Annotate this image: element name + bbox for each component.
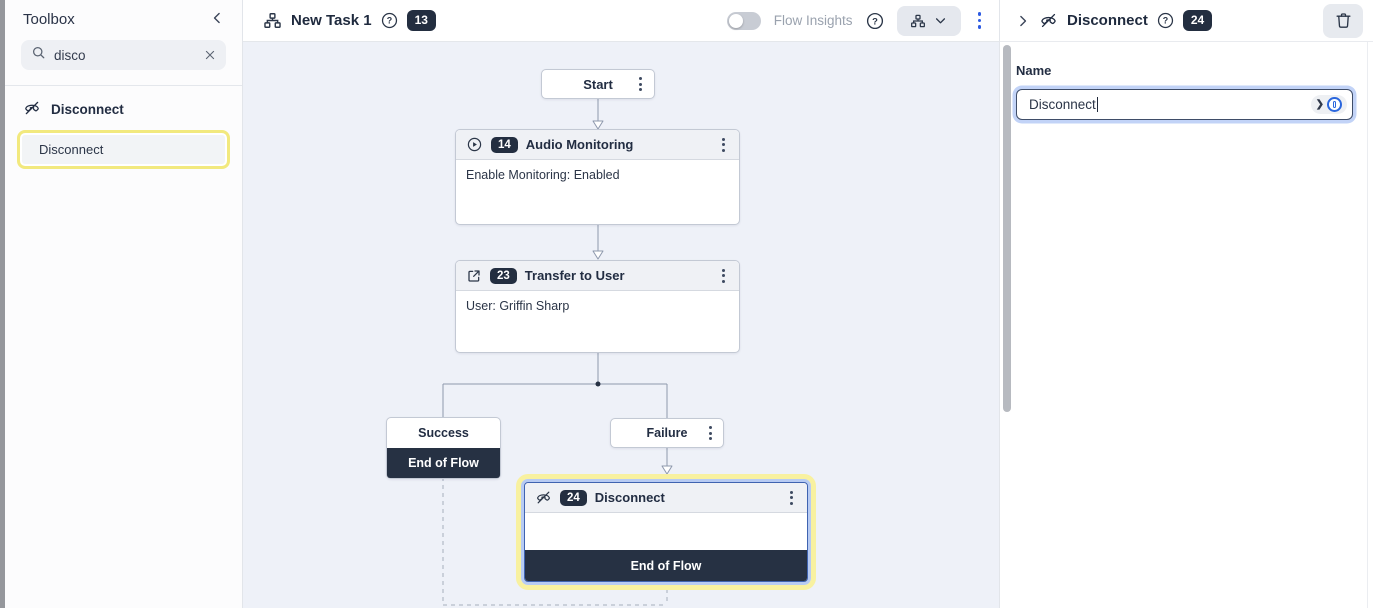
sitemap-icon: [263, 11, 282, 30]
node-title: Disconnect: [594, 490, 665, 505]
svg-text:?: ?: [1163, 16, 1168, 26]
panel-edge-line: [1367, 42, 1368, 608]
search-input[interactable]: [54, 47, 196, 63]
play-circle-icon: [466, 136, 483, 153]
node-body-text: Enable Monitoring: Enabled: [466, 168, 620, 182]
name-input[interactable]: Disconnect ❯: [1016, 89, 1353, 120]
more-options-kebab-icon[interactable]: [974, 10, 986, 31]
password-manager-extension[interactable]: ❯: [1310, 95, 1347, 114]
view-mode-dropdown-button[interactable]: [896, 5, 961, 36]
branch-label: Success: [418, 426, 469, 440]
chevron-down-icon: [934, 14, 947, 27]
phone-slash-icon: [535, 489, 552, 506]
chevron-left-icon: [210, 11, 224, 28]
node-title: Start: [583, 76, 613, 92]
panel-title: Disconnect: [1067, 12, 1148, 29]
flow-insights-label: Flow Insights: [773, 13, 853, 28]
toolbox-section-disconnect: Disconnect: [5, 86, 242, 127]
phone-slash-icon: [1039, 11, 1058, 30]
node-transfer-to-user[interactable]: 23 Transfer to User User: Griffin Sharp: [455, 260, 740, 353]
node-id-badge: 23: [490, 267, 517, 284]
toolbox-header: Toolbox: [5, 0, 242, 37]
end-of-flow-label: End of Flow: [387, 448, 500, 478]
node-header: 23 Transfer to User: [456, 261, 739, 291]
node-header: 24 Disconnect: [525, 483, 807, 513]
panel-header: Disconnect ? 24: [1000, 0, 1373, 42]
toolbox-search: [21, 40, 226, 70]
node-body: [525, 513, 807, 550]
node-id-badge: 24: [560, 489, 587, 506]
clear-search-icon[interactable]: [204, 49, 216, 61]
node-title: Transfer to User: [524, 268, 625, 283]
toolbox-sidebar: Toolbox Disconnect Disconnect: [5, 0, 243, 608]
node-id-badge: 24: [1182, 10, 1213, 31]
node-header: 14 Audio Monitoring: [456, 130, 739, 160]
svg-text:?: ?: [386, 16, 391, 26]
selection-blue-ring: 24 Disconnect End of Flow: [521, 479, 811, 585]
sitemap-icon: [910, 13, 926, 29]
help-icon[interactable]: ?: [381, 12, 398, 29]
phone-slash-icon: [23, 99, 41, 120]
text-caret: [1096, 97, 1099, 112]
node-branch-success[interactable]: Success End of Flow: [386, 417, 501, 479]
node-audio-monitoring[interactable]: 14 Audio Monitoring Enable Monitoring: E…: [455, 129, 740, 225]
node-branch-failure[interactable]: Failure: [610, 418, 724, 448]
external-link-icon: [466, 268, 482, 284]
end-of-flow-label: End of Flow: [525, 550, 807, 581]
sidebar-divider: [5, 85, 242, 86]
node-start[interactable]: Start: [541, 69, 655, 99]
section-label: Disconnect: [51, 102, 124, 117]
task-id-badge: 13: [406, 10, 436, 31]
panel-scrollbar[interactable]: [1003, 45, 1011, 412]
canvas-topbar: New Task 1 ? 13 Flow Insights ?: [243, 0, 999, 42]
node-id-badge: 14: [491, 136, 518, 153]
branch-label: Failure: [646, 426, 688, 440]
node-disconnect[interactable]: 24 Disconnect End of Flow: [524, 482, 808, 582]
selection-highlight-ring: 24 Disconnect End of Flow: [516, 474, 816, 590]
panel-body: Name Disconnect ❯: [1000, 42, 1373, 120]
flow-canvas[interactable]: Start 14 Audio Monitoring Enable Monitor…: [243, 42, 999, 608]
name-input-value: Disconnect: [1029, 97, 1096, 112]
node-title: Audio Monitoring: [525, 137, 634, 152]
node-kebab-icon[interactable]: [718, 136, 729, 154]
help-icon[interactable]: ?: [1157, 12, 1174, 29]
onepassword-icon: [1327, 97, 1342, 112]
properties-panel: Disconnect ? 24 Name Disconnect ❯: [999, 0, 1373, 608]
flow-insights-toggle[interactable]: [726, 11, 761, 30]
help-icon[interactable]: ?: [866, 12, 884, 30]
chevron-right-icon: ❯: [1315, 99, 1324, 110]
node-body-text: User: Griffin Sharp: [466, 299, 570, 313]
toolbox-item-label: Disconnect: [39, 142, 104, 157]
flow-connectors: [442, 99, 673, 606]
toolbox-title: Toolbox: [23, 11, 75, 28]
collapse-panel-chevron-icon[interactable]: [1016, 14, 1030, 28]
node-kebab-icon[interactable]: [705, 424, 716, 442]
toggle-knob: [728, 13, 743, 28]
svg-text:?: ?: [872, 16, 878, 27]
node-kebab-icon[interactable]: [635, 75, 646, 93]
topbar-right: Flow Insights ?: [726, 5, 986, 36]
toolbox-item-disconnect[interactable]: Disconnect: [17, 130, 230, 169]
editor-center: New Task 1 ? 13 Flow Insights ?: [243, 0, 999, 608]
window-edge: [0, 0, 5, 608]
collapse-sidebar-button[interactable]: [210, 11, 224, 28]
trash-icon: [1334, 11, 1353, 30]
delete-node-button[interactable]: [1323, 3, 1363, 38]
name-field-label: Name: [1016, 63, 1052, 78]
node-kebab-icon[interactable]: [786, 489, 797, 507]
node-kebab-icon[interactable]: [718, 267, 729, 285]
search-icon: [31, 45, 46, 65]
task-title: New Task 1: [291, 12, 372, 29]
